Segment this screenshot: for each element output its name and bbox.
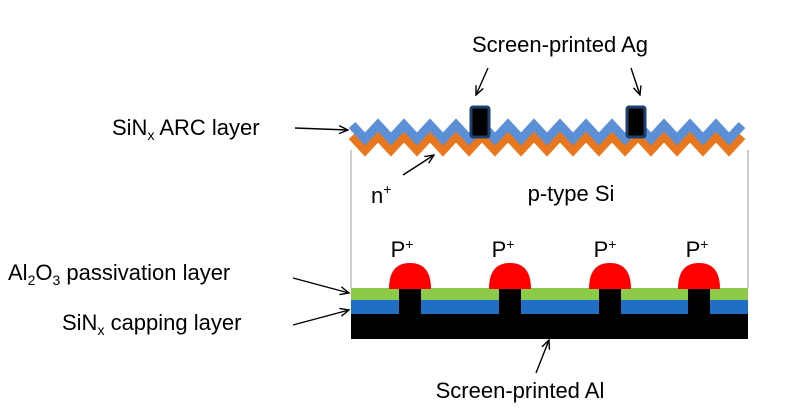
arrow-ag-right bbox=[630, 67, 640, 95]
arrow-capping bbox=[292, 310, 349, 326]
label-al2o3-passivation-layer: Al2O3 passivation layer bbox=[8, 260, 230, 288]
label-n-plus-emitter: n+ bbox=[371, 181, 391, 208]
ag-finger-contact bbox=[469, 105, 491, 139]
al-local-contact bbox=[599, 288, 621, 316]
label-p-plus: P+ bbox=[686, 236, 709, 262]
ag-finger-contact bbox=[625, 105, 647, 139]
label-p-plus: P+ bbox=[492, 236, 515, 262]
arrow-emitter bbox=[402, 155, 434, 176]
al-local-contact bbox=[399, 288, 421, 316]
sinx-arc-layer bbox=[348, 118, 746, 146]
label-p-plus: P+ bbox=[594, 236, 617, 262]
label-p-plus: P+ bbox=[391, 236, 414, 262]
n-plus-emitter-layer bbox=[348, 129, 746, 157]
al-local-contact bbox=[499, 288, 521, 316]
label-sinx-capping-layer: SiNx capping layer bbox=[62, 310, 241, 338]
sinx-capping-layer bbox=[351, 300, 748, 314]
arrow-ag-left bbox=[476, 67, 489, 95]
al2o3-passivation-layer bbox=[351, 288, 748, 300]
label-screen-printed-al: Screen-printed Al bbox=[436, 378, 605, 403]
label-p-type-si: p-type Si bbox=[528, 181, 615, 206]
label-sinx-arc-layer: SiNx ARC layer bbox=[112, 115, 260, 143]
p-plus-region bbox=[589, 263, 631, 289]
arrow-al-contact bbox=[535, 340, 549, 374]
label-screen-printed-ag: Screen-printed Ag bbox=[472, 32, 648, 57]
p-plus-region bbox=[389, 263, 431, 289]
arrow-passivation bbox=[292, 277, 349, 293]
screen-printed-al-layer bbox=[351, 314, 748, 339]
p-plus-region bbox=[489, 263, 531, 289]
al-local-contact bbox=[688, 288, 710, 316]
p-plus-region bbox=[678, 263, 720, 289]
arrow-arc-layer bbox=[294, 128, 348, 130]
